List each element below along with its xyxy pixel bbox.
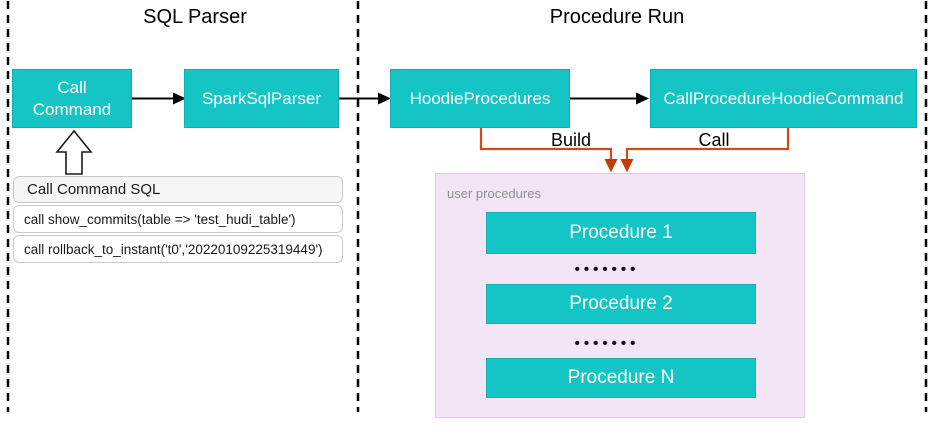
- sql-statement-row: call rollback_to_instant('t0','202201092…: [13, 235, 343, 263]
- node-procedure-2: Procedure 2: [486, 284, 756, 324]
- sql-panel-header: Call Command SQL: [13, 176, 343, 203]
- ellipsis-dots: •••••••: [574, 335, 640, 352]
- node-hoodie-procedures: HoodieProcedures: [390, 69, 570, 128]
- flow-arrow-hoodieprocedures-to-command: [570, 92, 649, 105]
- sql-statement-row: call show_commits(table => 'test_hudi_ta…: [13, 205, 343, 233]
- node-call-command: Call Command: [12, 69, 132, 128]
- ellipsis-dots: •••••••: [574, 261, 640, 278]
- user-procedures-label: user procedures: [447, 186, 541, 201]
- build-edge-label: Build: [550, 130, 592, 150]
- region-title-procedure-run: Procedure Run: [549, 6, 685, 28]
- flow-arrow-callcommand-to-parser: [132, 92, 186, 105]
- build-edge: [479, 128, 618, 173]
- node-procedure-n: Procedure N: [486, 358, 756, 398]
- flow-arrow-parser-to-hoodieprocedures: [339, 92, 391, 105]
- node-procedure-1: Procedure 1: [486, 212, 756, 254]
- call-edge: [620, 128, 790, 173]
- node-call-procedure-hoodie-command: CallProcedureHoodieCommand: [650, 69, 917, 128]
- region-title-sql-parser: SQL Parser: [143, 6, 247, 28]
- node-spark-sql-parser: SparkSqlParser: [184, 69, 339, 128]
- call-edge-label: Call: [698, 130, 730, 150]
- up-arrow: [55, 129, 93, 175]
